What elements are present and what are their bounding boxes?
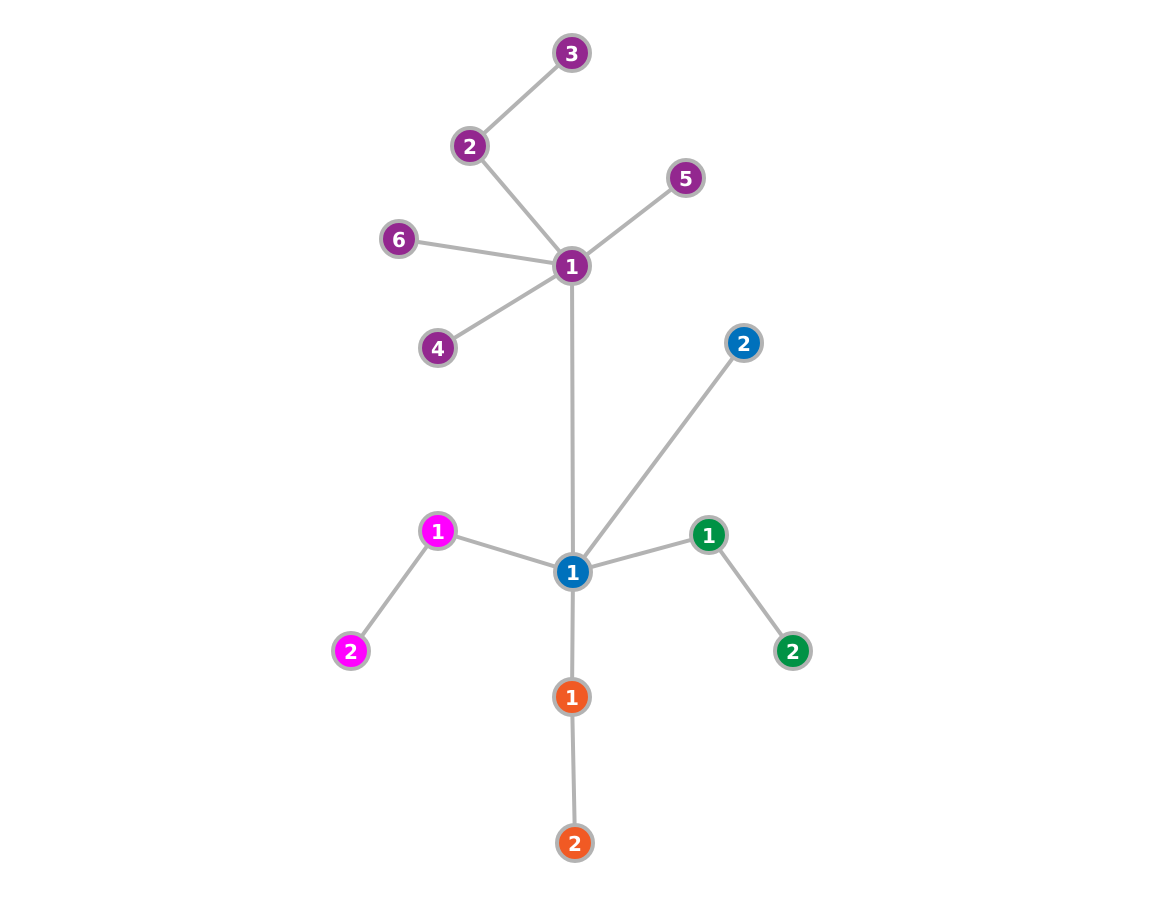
edge-purple-6-purple-1 [397,237,574,268]
edge-blue-2-blue-1 [571,341,746,574]
node-circle [331,631,371,671]
node-circle [689,515,729,555]
node-purple-1: 1 [552,246,592,286]
node-circle [418,511,458,551]
node-label: 5 [679,167,693,191]
node-circle [418,328,458,368]
node-label: 2 [344,640,358,664]
node-green-1: 1 [689,515,729,555]
node-label: 3 [565,42,579,66]
node-purple-5: 5 [666,158,706,198]
node-circle [552,246,592,286]
edge-green-2-green-1 [707,533,795,653]
edges-layer [349,51,795,845]
node-label: 1 [565,255,579,279]
node-label: 4 [431,337,445,361]
node-orange-1: 1 [552,677,592,717]
node-label: 2 [463,135,477,159]
edge-purple-3-purple-2 [468,51,574,148]
node-blue-1: 1 [553,552,593,592]
node-magenta-2: 2 [331,631,371,671]
edge-purple-2-purple-1 [468,144,574,268]
node-orange-2: 2 [555,823,595,863]
node-purple-6: 6 [379,219,419,259]
node-purple-4: 4 [418,328,458,368]
edge-blue-1-orange-1 [570,570,575,699]
edge-green-1-blue-1 [571,533,711,574]
node-circle [379,219,419,259]
node-circle [773,631,813,671]
node-label: 1 [566,561,580,585]
node-circle [553,552,593,592]
nodes-layer: 1 2 3 4 5 6 1 2 1 2 1 2 1 2 [331,33,813,863]
node-circle [552,677,592,717]
edge-purple-4-purple-1 [436,264,574,350]
node-circle [724,323,764,363]
node-magenta-1: 1 [418,511,458,551]
node-circle [552,33,592,73]
node-green-2: 2 [773,631,813,671]
edge-purple-5-purple-1 [570,176,688,268]
node-circle [555,823,595,863]
node-label: 6 [392,228,406,252]
node-label: 1 [431,520,445,544]
edge-magenta-1-blue-1 [436,529,575,574]
node-label: 1 [565,686,579,710]
node-purple-2: 2 [450,126,490,166]
node-label: 2 [786,640,800,664]
node-label: 2 [568,832,582,856]
node-label: 2 [737,332,751,356]
edge-orange-1-orange-2 [570,695,577,845]
edge-magenta-2-magenta-1 [349,529,440,653]
edge-purple-1-blue-1 [570,264,575,574]
node-circle [666,158,706,198]
node-circle [450,126,490,166]
node-blue-2: 2 [724,323,764,363]
node-purple-3: 3 [552,33,592,73]
node-label: 1 [702,524,716,548]
